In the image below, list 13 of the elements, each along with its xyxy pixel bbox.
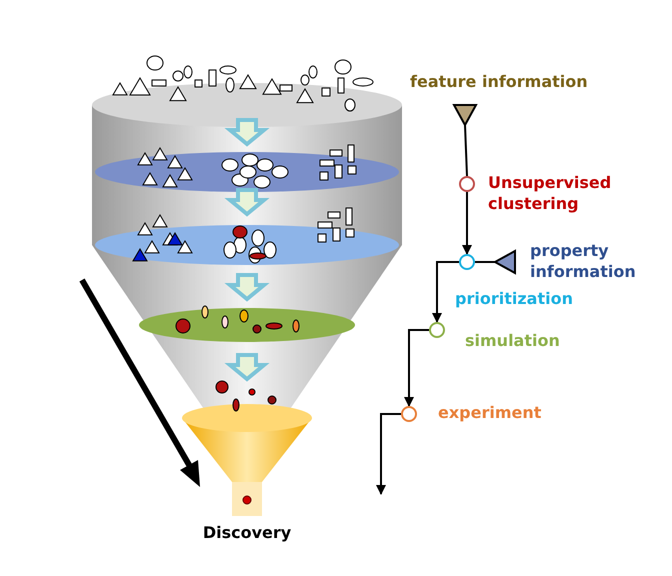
flow-line xyxy=(475,261,495,263)
flow-arrow xyxy=(462,192,472,255)
step-label: prioritization xyxy=(455,288,574,309)
step-label: experiment xyxy=(438,402,542,423)
flow-arrow xyxy=(432,261,459,323)
step-label: simulation xyxy=(465,330,561,351)
step-label: property information xyxy=(530,240,637,282)
step-label: feature information xyxy=(410,71,589,92)
flow-arrow xyxy=(404,329,429,407)
step-label: Unsupervised clustering xyxy=(488,172,612,214)
flow-line xyxy=(464,124,468,176)
stage-label: Discovery xyxy=(202,522,292,543)
flow-arrow xyxy=(376,413,401,495)
